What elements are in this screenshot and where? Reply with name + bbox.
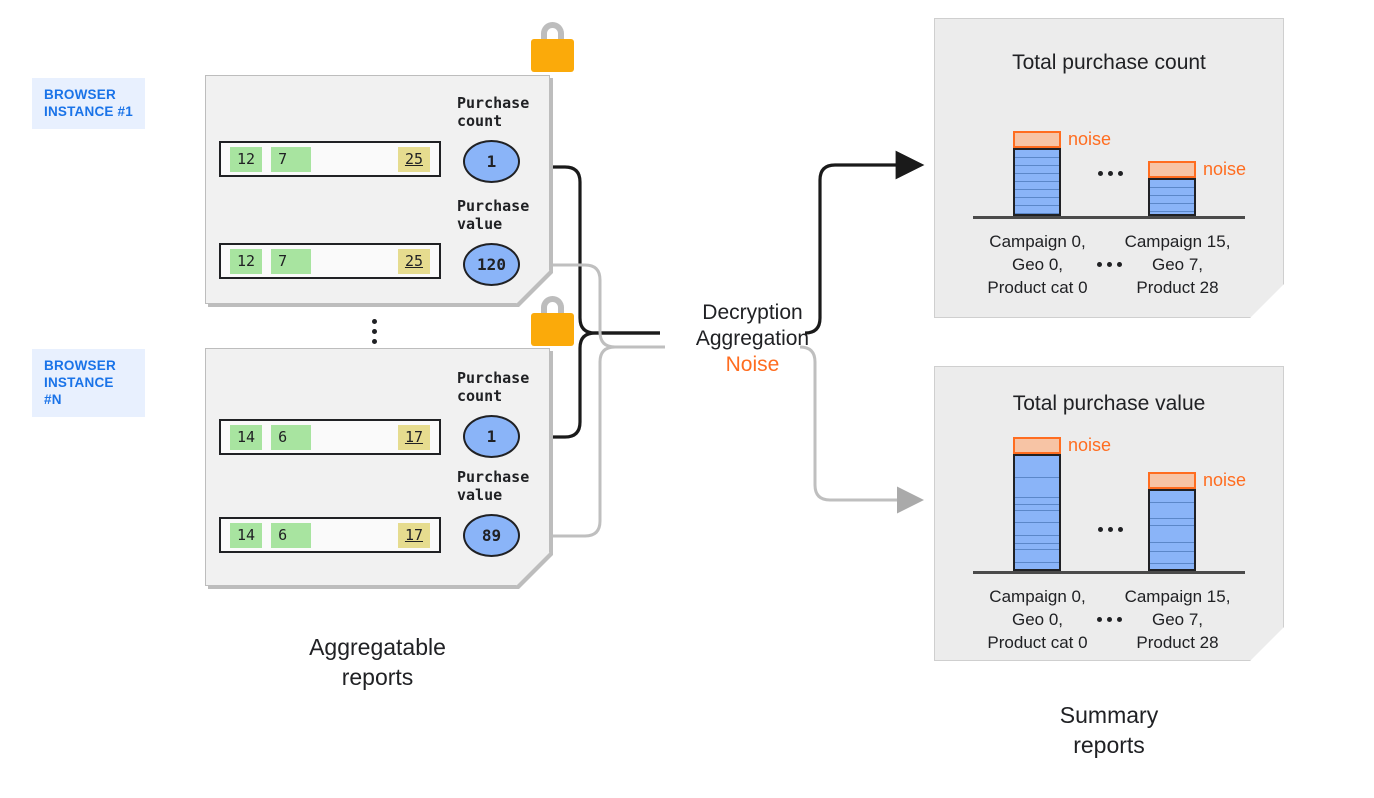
noise-segment-count-1 <box>1148 161 1196 178</box>
summary-panel-count: Total purchase count noise noise Campaig… <box>934 18 1284 318</box>
metric-label-purchase-count-1: Purchase count <box>457 94 530 130</box>
category-label-value-0: Campaign 0, Geo 0, Product cat 0 <box>987 587 1088 652</box>
report-value: 17 <box>397 522 430 548</box>
right-caption: Summary reports <box>934 700 1284 760</box>
category-ellipsis-count <box>1097 262 1122 267</box>
left-caption-text: Aggregatable reports <box>309 634 446 690</box>
padlock-icon-n <box>529 296 575 351</box>
summary-panel-value: Total purchase value noise noise <box>934 366 1284 661</box>
chart-axis-value <box>973 571 1245 574</box>
process-block: Decryption Aggregation Noise <box>660 300 845 378</box>
report-cell: 7 <box>271 146 312 172</box>
report-cell: 6 <box>271 424 312 450</box>
bar-body-count-1 <box>1148 178 1196 216</box>
chart-title-count: Total purchase count <box>1012 51 1206 74</box>
metric-label-purchase-count-n: Purchase count <box>457 369 530 405</box>
report-cell: 12 <box>230 146 263 172</box>
bar-body-count-0 <box>1013 148 1061 216</box>
noise-label-value-0: noise <box>1068 435 1112 455</box>
chart-ellipsis-count <box>1098 171 1123 176</box>
category-label-count-1: Campaign 15, Geo 7, Product 28 <box>1124 232 1231 297</box>
noise-segment-count-0 <box>1013 131 1061 148</box>
bar-count-0 <box>1013 131 1061 216</box>
padlock-icon-1 <box>529 22 575 77</box>
report-value: 17 <box>397 424 430 450</box>
noise-label-count-0: noise <box>1068 129 1112 149</box>
bar-value-0 <box>1013 437 1061 571</box>
bar-body-value-0 <box>1013 454 1061 571</box>
table-row: 14 6 17 <box>219 517 441 553</box>
metric-label-purchase-value-n: Purchase value <box>457 468 530 504</box>
report-cell: 6 <box>271 522 312 548</box>
process-line-aggregation: Aggregation <box>695 327 810 350</box>
chart-ellipsis-value <box>1098 527 1123 532</box>
category-label-value-1: Campaign 15, Geo 7, Product 28 <box>1124 587 1231 652</box>
metric-bubble-purchase-count-n: 1 <box>463 415 520 458</box>
category-ellipsis-value <box>1097 617 1122 622</box>
metric-bubble-purchase-value-n: 89 <box>463 514 520 557</box>
noise-label-count-1: noise <box>1203 159 1247 179</box>
table-row: 12 7 25 <box>219 243 441 279</box>
right-caption-text: Summary reports <box>1059 702 1159 758</box>
report-cell: 14 <box>230 424 263 450</box>
report-cell: 14 <box>230 522 263 548</box>
browser-instance-tag-n: BROWSER INSTANCE #N <box>32 349 145 417</box>
process-line-decryption: Decryption <box>702 301 803 324</box>
report-cell: 7 <box>271 248 312 274</box>
category-label-count-0: Campaign 0, Geo 0, Product cat 0 <box>987 232 1088 297</box>
noise-segment-value-1 <box>1148 472 1196 489</box>
metric-bubble-purchase-count-1: 1 <box>463 140 520 183</box>
noise-label-value-1: noise <box>1203 470 1247 490</box>
left-caption: Aggregatable reports <box>205 632 550 692</box>
process-line-noise: Noise <box>725 353 780 376</box>
bar-value-1 <box>1148 472 1196 571</box>
metric-bubble-purchase-value-1: 120 <box>463 243 520 286</box>
metric-label-purchase-value-1: Purchase value <box>457 197 530 233</box>
vertical-ellipsis <box>372 319 377 344</box>
chart-axis-count <box>973 216 1245 219</box>
noise-segment-value-0 <box>1013 437 1061 454</box>
bar-count-1 <box>1148 161 1196 216</box>
bar-body-value-1 <box>1148 489 1196 571</box>
report-cell: 12 <box>230 248 263 274</box>
chart-title-value: Total purchase value <box>1012 392 1206 415</box>
table-row: 14 6 17 <box>219 419 441 455</box>
report-value: 25 <box>397 146 430 172</box>
table-row: 12 7 25 <box>219 141 441 177</box>
browser-instance-tag-1: BROWSER INSTANCE #1 <box>32 78 145 129</box>
report-value: 25 <box>397 248 430 274</box>
